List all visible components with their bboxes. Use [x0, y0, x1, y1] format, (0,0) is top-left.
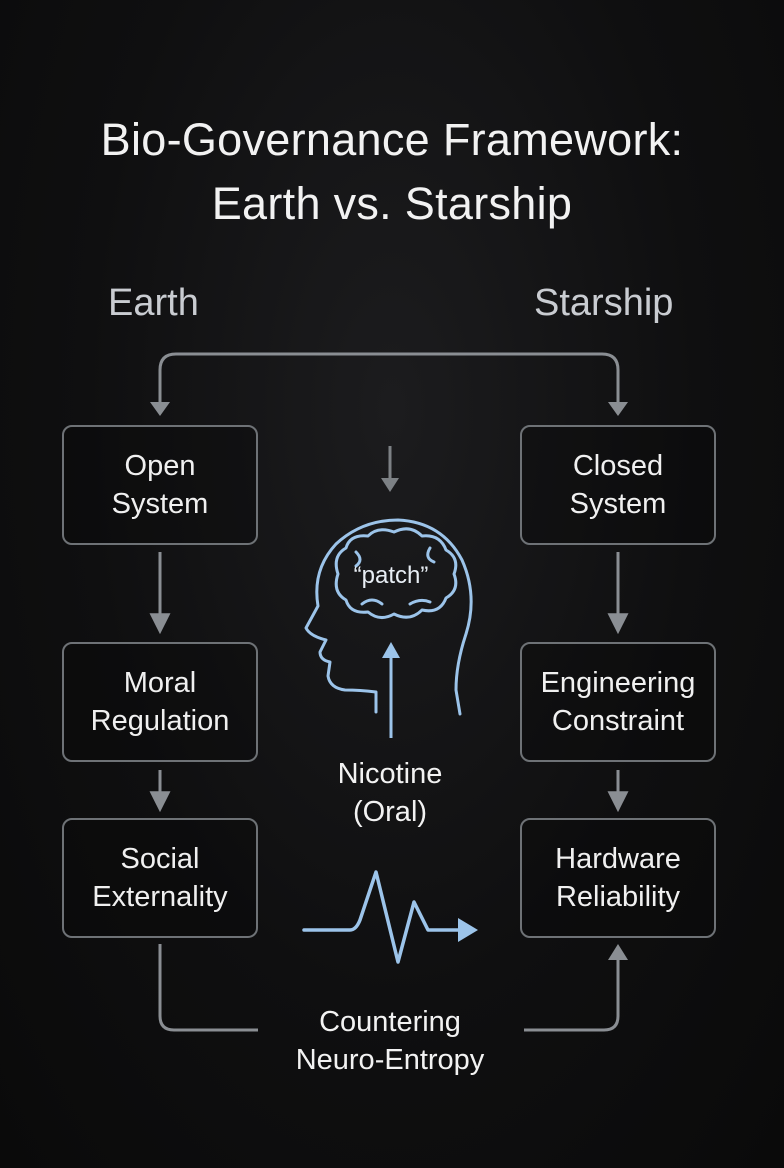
brain-patch-label: “patch”: [353, 562, 429, 589]
box-hardware-reliability-line1: Hardware: [555, 843, 681, 875]
box-open-system-line2: System: [111, 488, 209, 520]
box-closed-system-line1: Closed: [572, 450, 664, 482]
box-moral-regulation: Moral Regulation: [62, 642, 258, 762]
arrow-up-brain-head: [382, 642, 400, 658]
top-right-arrowhead: [608, 402, 628, 416]
outcome-label: Countering Neuro-Entropy: [262, 1003, 518, 1079]
box-moral-regulation-line1: Moral: [123, 667, 197, 699]
box-social-externality-line1: Social: [120, 843, 200, 875]
outcome-line-2: Neuro-Entropy: [295, 1044, 485, 1076]
top-left-arrowhead: [150, 402, 170, 416]
head-brain-icon: [304, 518, 473, 716]
outcome-line-1: Countering: [319, 1006, 461, 1038]
box-closed-system-line2: System: [569, 488, 667, 520]
top-bracket-connector: [158, 352, 620, 414]
box-closed-system: Closed System: [520, 425, 716, 545]
box-social-externality-line2: Externality: [92, 881, 228, 913]
starship-heading: Starship: [534, 282, 674, 324]
box-hardware-reliability-line2: Reliability: [555, 881, 681, 913]
bottom-right-arrowhead: [608, 944, 628, 960]
box-open-system: Open System: [62, 425, 258, 545]
substance-line-1: Nicotine: [337, 758, 443, 790]
bottom-right-connector: [524, 956, 620, 1032]
earth-heading: Earth: [108, 282, 199, 324]
arrow-into-brain-head: [381, 478, 399, 492]
title-line-2: Earth vs. Starship: [211, 178, 573, 229]
box-moral-regulation-line2: Regulation: [90, 705, 230, 737]
box-engineering-constraint-line2: Constraint: [551, 705, 685, 737]
box-engineering-constraint-line1: Engineering: [540, 667, 696, 699]
substance-label: Nicotine (Oral): [290, 755, 490, 831]
title-line-1: Bio-Governance Framework:: [100, 114, 684, 165]
bottom-left-connector: [158, 944, 258, 1032]
box-hardware-reliability: Hardware Reliability: [520, 818, 716, 938]
pulse-wave-icon: [302, 870, 478, 964]
box-social-externality: Social Externality: [62, 818, 258, 938]
box-open-system-line1: Open: [124, 450, 196, 482]
box-engineering-constraint: Engineering Constraint: [520, 642, 716, 762]
substance-line-2: (Oral): [352, 796, 428, 828]
